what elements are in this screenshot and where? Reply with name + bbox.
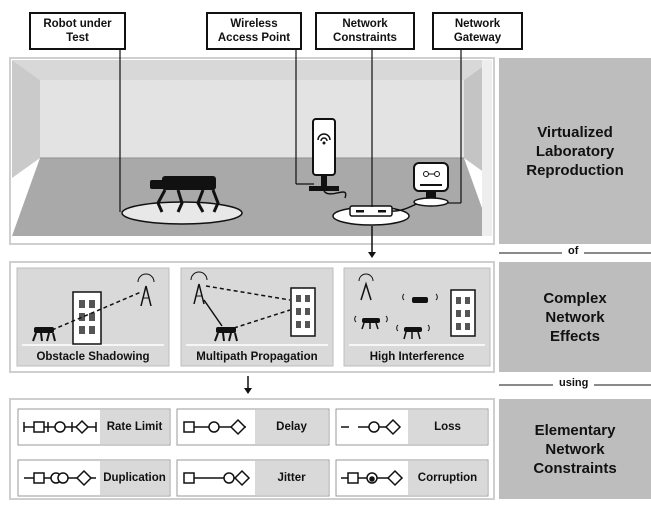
tower-icon [358,273,374,301]
access-point-icon [309,118,347,199]
constraint-label-duplication: Duplication [103,472,166,484]
callout-gateway: Network Gateway [432,12,523,50]
callout-leaders [119,48,462,212]
corruption-icon [341,469,404,487]
robot-dog-icon [121,176,243,225]
connector-of: of [562,245,585,257]
lab-room [9,57,495,245]
gateway-icon [413,162,449,207]
loss-icon [341,418,402,436]
drone-icon [402,293,438,303]
building-icon [72,291,102,345]
robot-dog-small-icon [32,327,56,342]
robot-dog-small-icon [396,324,430,340]
section-panel-effects [499,262,651,372]
constraint-label-delay: Delay [276,421,307,433]
section-panel-elementary [499,399,651,499]
constraint-label-jitter: Jitter [277,472,306,484]
arrow-down-icon [244,376,252,394]
robot-dog-small-icon [214,327,238,342]
effect-panel-obstacle [16,267,170,367]
tower-icon [137,273,155,307]
connector-using: using [553,377,595,389]
effect-label-obstacle: Obstacle Shadowing [36,350,150,363]
callout-constraints: Network Constraints [315,12,415,50]
constraints-device-icon [332,197,431,226]
constraint-label-loss: Loss [434,421,461,433]
building-icon [290,287,316,337]
section-title-elementary: Elementary Network Constraints [533,421,617,477]
delay-icon [183,418,247,436]
arrow-down-icon [368,226,376,258]
effect-panel-interference [343,267,491,367]
tower-icon [190,271,208,305]
effect-label-multipath: Multipath Propagation [196,350,318,363]
robot-dog-small-icon [354,315,388,330]
building-icon [450,289,476,337]
callout-access-point: Wireless Access Point [206,12,302,50]
callout-robot: Robot under Test [29,12,126,50]
section-panel-lab [499,58,651,244]
section-title-lab: Virtualized Laboratory Reproduction [526,123,624,179]
rate-limit-icon [23,419,97,435]
jitter-icon [183,469,251,487]
duplication-icon [24,469,96,487]
constraint-label-rate-limit: Rate Limit [106,421,163,433]
constraint-label-corruption: Corruption [417,472,478,484]
effect-label-interference: High Interference [369,350,465,363]
effect-panel-multipath [180,267,334,367]
section-title-effects: Complex Network Effects [543,289,607,345]
